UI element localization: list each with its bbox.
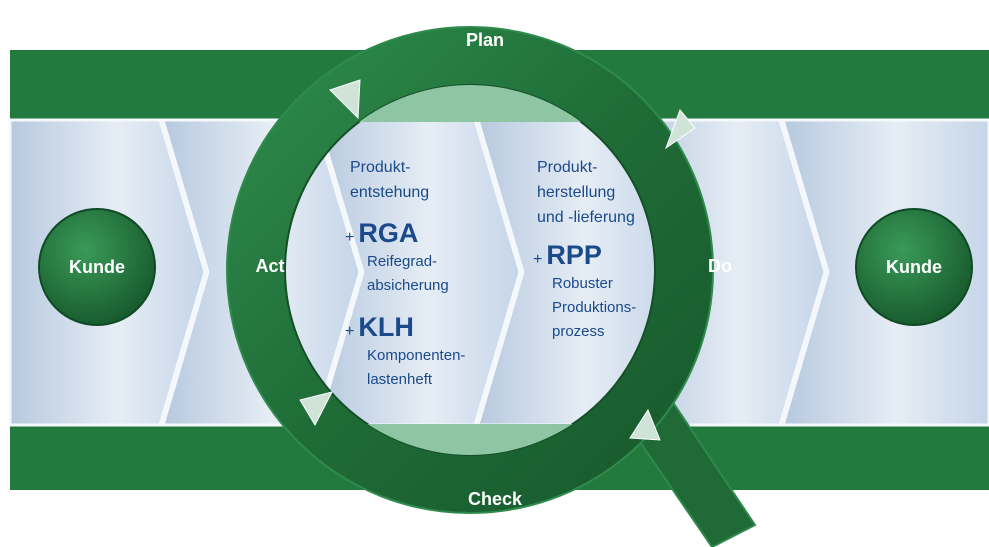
rpp-description: Robuster Produktions- prozess xyxy=(552,272,636,344)
customer-circle-left xyxy=(38,208,156,326)
phase-left-item-klh: +KLH xyxy=(345,312,414,343)
arrow-plan-act xyxy=(329,79,361,120)
rpp-desc-line3: prozess xyxy=(552,323,605,340)
klh-description: Komponenten- lastenheft xyxy=(367,344,465,392)
chevron-strip xyxy=(8,118,989,427)
klh-desc-line1: Komponenten- xyxy=(367,347,466,364)
phase-right-item-rpp: +RPP xyxy=(533,240,602,271)
ring-arrows xyxy=(299,79,696,441)
phase-right-title-line2: herstellung xyxy=(537,184,616,201)
phase-left-title: Produkt- entstehung xyxy=(350,155,429,205)
klh-plus: + xyxy=(345,323,355,340)
arrow-plan-do xyxy=(664,109,696,150)
rpp-abbr: RPP xyxy=(546,240,602,270)
phase-right-title-line3: und -lieferung xyxy=(537,209,635,226)
rpp-desc-line1: Robuster xyxy=(552,275,613,292)
phase-left-item-rga: +RGA xyxy=(345,218,418,249)
rga-desc-line1: Reifegrad- xyxy=(367,253,438,270)
klh-desc-line2: lastenheft xyxy=(367,371,433,388)
phase-left-title-line1: Produkt- xyxy=(350,159,411,176)
ring-label-do: Do xyxy=(708,256,732,276)
rga-plus: + xyxy=(345,229,355,246)
arrow-check-act xyxy=(299,391,333,427)
ring-label-plan: Plan xyxy=(465,30,504,50)
ring-outer-edge xyxy=(226,26,714,514)
customer-label-right: Kunde xyxy=(886,257,942,277)
phase-right-title-line1: Produkt- xyxy=(537,159,598,176)
phase-left-title-line2: entstehung xyxy=(350,184,430,201)
customer-circle-right xyxy=(855,208,973,326)
arrow-do-check xyxy=(629,408,661,441)
ring-label-act: Act xyxy=(255,256,285,276)
phase-right-title: Produkt- herstellung und -lieferung xyxy=(537,155,635,230)
rga-abbr: RGA xyxy=(358,218,419,248)
rga-description: Reifegrad- absicherung xyxy=(367,250,449,298)
pdca-ring xyxy=(227,27,713,513)
rga-desc-line2: absicherung xyxy=(367,277,449,294)
customer-label-left: Kunde xyxy=(69,257,125,277)
rpp-plus: + xyxy=(533,251,543,268)
rpp-desc-line2: Produktions- xyxy=(552,299,637,316)
klh-abbr: KLH xyxy=(358,312,414,342)
ring-label-check: Check xyxy=(467,489,523,509)
